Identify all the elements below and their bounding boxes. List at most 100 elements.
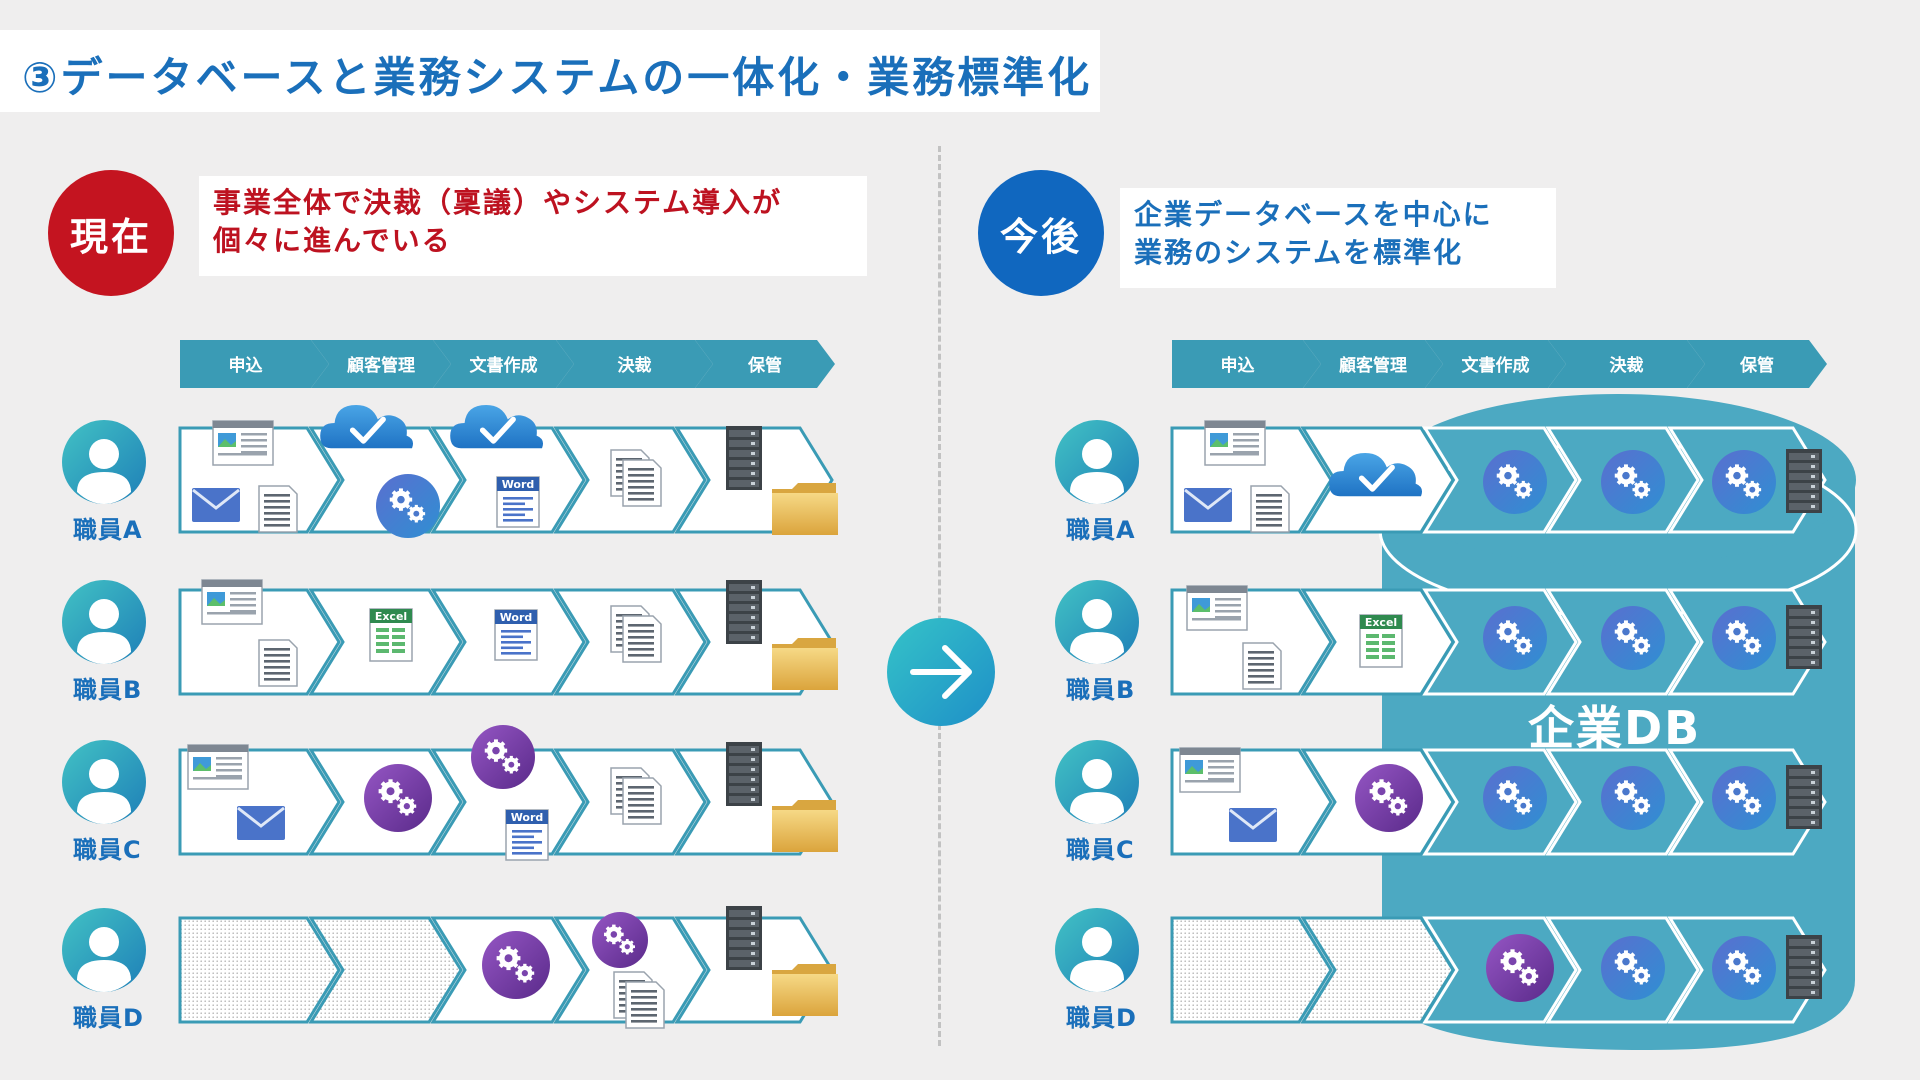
mail-icon <box>237 806 285 840</box>
process-step-chevron <box>433 340 574 388</box>
staff-label: 職員D <box>73 1004 144 1032</box>
folder-icon <box>772 964 838 1016</box>
excel-icon-label: Excel <box>1365 616 1397 629</box>
gear-icon <box>376 474 440 538</box>
gear-icon <box>1483 450 1547 514</box>
arrow-right-icon <box>910 645 972 699</box>
document-icon <box>258 639 298 687</box>
gear-icon <box>1601 936 1665 1000</box>
staff-label: 職員D <box>1066 1004 1137 1032</box>
process-cell-chevron <box>1170 916 1333 1024</box>
process-step-label: 決裁 <box>618 355 652 376</box>
process-step-label: 決裁 <box>1610 355 1644 376</box>
section-divider <box>938 146 941 1046</box>
cloud-check-icon <box>450 405 544 449</box>
gear-icon <box>1712 606 1776 670</box>
gear-icon <box>1486 934 1554 1002</box>
server-icon <box>1786 765 1822 829</box>
gear-icon <box>1601 766 1665 830</box>
web-page-icon <box>1179 747 1241 793</box>
person-icon <box>62 580 146 664</box>
document-icon <box>258 485 298 533</box>
future-message-line2: 業務のシステムを標準化 <box>1134 236 1464 269</box>
server-icon <box>726 426 762 490</box>
future-message-line1: 企業データベースを中心に <box>1134 198 1493 231</box>
process-cell-chevron <box>178 916 341 1024</box>
excel-document-icon: Excel <box>369 608 413 662</box>
excel-icon-label: Excel <box>375 610 407 623</box>
staff-label: 職員B <box>73 676 143 704</box>
process-step-label: 保管 <box>1739 355 1774 376</box>
server-icon <box>726 906 762 970</box>
document-icon <box>622 777 662 825</box>
person-icon <box>1055 740 1139 824</box>
cloud-check-icon <box>1329 453 1423 497</box>
gear-icon <box>1483 606 1547 670</box>
process-step-label: 文書作成 <box>1462 355 1530 376</box>
gear-icon <box>1483 766 1547 830</box>
page-title: ③データベースと業務システムの一体化・業務標準化 <box>22 53 1093 102</box>
process-step-chevron <box>1425 340 1566 388</box>
word-icon-label: Word <box>511 811 544 824</box>
word-document-icon: Word <box>496 476 540 528</box>
staff-label: 職員B <box>1066 676 1136 704</box>
gear-icon <box>1601 606 1665 670</box>
person-icon <box>62 740 146 824</box>
person-icon <box>62 420 146 504</box>
gear-icon <box>1355 764 1423 832</box>
process-step-chevron <box>1548 340 1705 388</box>
gear-icon <box>482 931 550 999</box>
process-step-label: 顧客管理 <box>347 355 415 376</box>
staff-label: 職員A <box>1066 516 1136 544</box>
cloud-check-icon <box>320 405 414 449</box>
person-icon <box>1055 580 1139 664</box>
current-message-line2: 個々に進んでいる <box>213 224 452 257</box>
word-document-icon: Word <box>505 809 549 861</box>
staff-label: 職員A <box>73 516 143 544</box>
mail-icon <box>192 488 240 522</box>
process-step-chevron <box>556 340 713 388</box>
excel-document-icon: Excel <box>1359 614 1403 668</box>
process-step-chevron <box>1172 340 1321 388</box>
staff-label: 職員C <box>1066 836 1135 864</box>
current-message-line1: 事業全体で決裁（稟議）やシステム導入が <box>213 186 783 219</box>
word-document-icon: Word <box>494 609 538 661</box>
word-icon-label: Word <box>500 611 533 624</box>
process-step-chevron <box>1303 340 1443 388</box>
staff-label: 職員C <box>73 836 142 864</box>
folder-icon <box>772 483 838 535</box>
process-step-label: 文書作成 <box>470 355 538 376</box>
transition-arrow <box>887 618 995 726</box>
gear-icon <box>471 725 535 789</box>
future-badge: 今後 <box>978 170 1104 296</box>
mail-icon <box>1184 488 1232 522</box>
document-icon <box>625 981 665 1029</box>
current-message: 事業全体で決裁（稟議）やシステム導入が 個々に進んでいる <box>199 176 867 276</box>
server-icon <box>726 580 762 644</box>
folder-icon <box>772 638 838 690</box>
person-icon <box>1055 908 1139 992</box>
process-step-label: 申込 <box>229 355 263 376</box>
document-icon <box>1250 485 1290 533</box>
mail-icon <box>1229 808 1277 842</box>
word-icon-label: Word <box>502 478 535 491</box>
current-badge: 現在 <box>48 170 174 296</box>
gear-icon <box>1712 766 1776 830</box>
web-page-icon <box>1186 585 1248 631</box>
process-cell-chevron <box>1300 916 1455 1024</box>
title-banner <box>0 30 1100 112</box>
web-page-icon <box>1204 420 1266 466</box>
document-icon <box>1242 642 1282 690</box>
process-step-chevron <box>1687 340 1827 388</box>
server-icon <box>1786 605 1822 669</box>
document-icon <box>622 459 662 507</box>
gear-icon <box>364 764 432 832</box>
document-icon <box>622 615 662 663</box>
web-page-icon <box>201 579 263 625</box>
person-icon <box>1055 420 1139 504</box>
web-page-icon <box>212 420 274 466</box>
process-step-label: 顧客管理 <box>1339 355 1407 376</box>
person-icon <box>62 908 146 992</box>
server-icon <box>726 742 762 806</box>
